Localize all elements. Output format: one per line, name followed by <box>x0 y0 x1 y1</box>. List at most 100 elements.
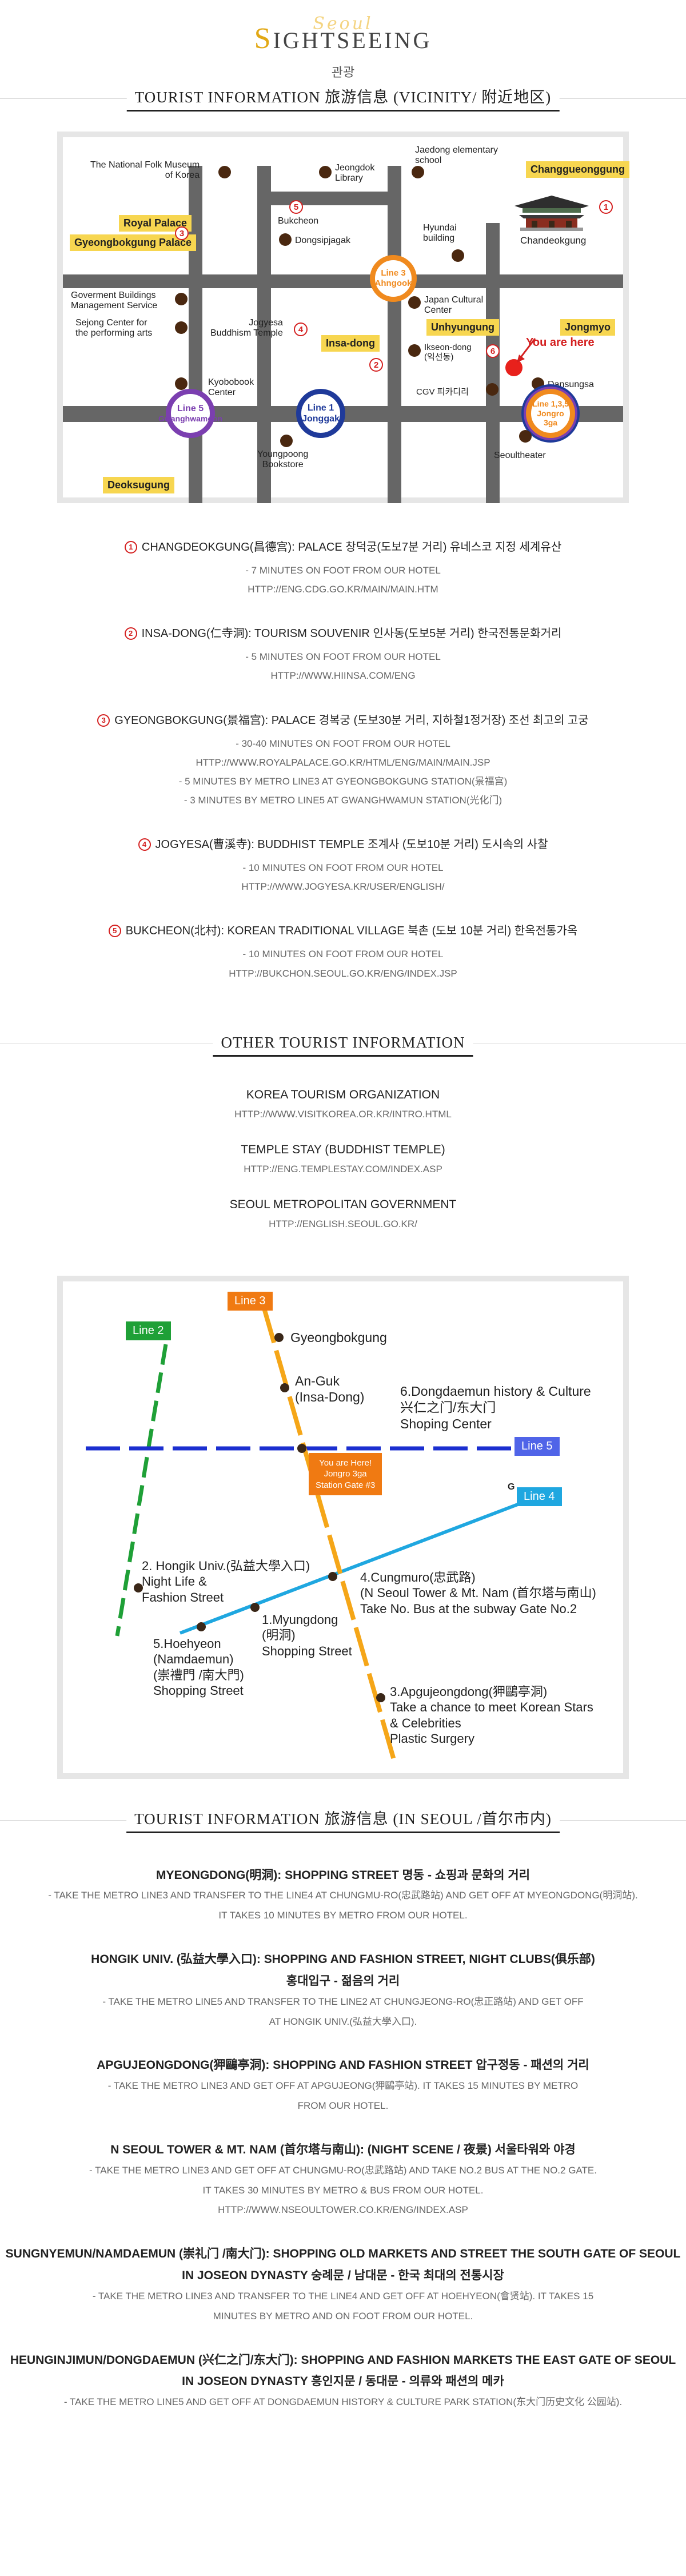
other-info-item: TEMPLE STAY (BUDDHIST TEMPLE) HTTP://ENG… <box>0 1143 686 1175</box>
metro-line-3 <box>261 1303 397 1762</box>
other-info-link[interactable]: HTTP://WWW.VISITKOREA.OR.KR/INTRO.HTML <box>234 1108 452 1120</box>
seoul-item-title: HEUNGINJIMUN/DONGDAEMUN (兴仁之门/东大门): SHOP… <box>10 2353 676 2367</box>
label-myungdong: 1.Myungdong (明洞) Shopping Street <box>262 1612 352 1658</box>
label-apgujeong: 3.Apgujeongdong(狎鷗亭洞) Take a chance to m… <box>390 1684 593 1746</box>
label-cgv: CGV 피카디리 <box>416 387 469 397</box>
label-chandeokgung: Chandeokgung <box>520 235 587 246</box>
vicinity-item-link[interactable]: HTTP://WWW.JOGYESA.KR/USER/ENGLISH/ <box>241 881 445 893</box>
marker-ikseon <box>408 344 421 357</box>
other-info-link[interactable]: HTTP://ENGLISH.SEOUL.GO.KR/ <box>269 1218 417 1229</box>
seoul-item-line: - TAKE THE METRO LINE3 AND GET OFF AT CH… <box>89 2164 597 2176</box>
label-dongsipjagak: Dongsipjagak <box>295 236 350 245</box>
vicinity-item-title-text: JOGYESA(曹溪寺): BUDDHIST TEMPLE 조계사 (도보10분… <box>155 838 548 851</box>
label-hoehyeon: 5.Hoehyeon (Namdaemun) (崇禮門 /南大門) Shoppi… <box>153 1636 244 1698</box>
seoul-item-line: - TAKE THE METRO LINE3 AND TRANSFER TO T… <box>48 1890 638 1901</box>
station-gwanghwamoon-line5[interactable]: Line 5 Gwanghwamoon <box>158 389 222 438</box>
station-jongro3ga[interactable]: Line 1,3,5 Jongro 3ga <box>526 389 575 438</box>
label-seoultheater: Seoultheater <box>494 451 546 460</box>
vicinity-item-line: - 30-40 MINUTES ON FOOT FROM OUR HOTEL <box>236 738 450 749</box>
other-info-item: KOREA TOURISM ORGANIZATION HTTP://WWW.VI… <box>0 1088 686 1120</box>
marker-number-5: 5 <box>289 200 303 214</box>
station-hoehyeon[interactable] <box>197 1622 206 1631</box>
station-cungmuro[interactable] <box>328 1571 337 1581</box>
seoul-item-link[interactable]: HTTP://WWW.NSEOULTOWER.CO.KR/ENG/INDEX.A… <box>218 2204 468 2216</box>
station-gyeongbokgung[interactable] <box>274 1332 284 1342</box>
vicinity-item-link[interactable]: HTTP://WWW.HIINSA.COM/ENG <box>270 670 416 682</box>
label-you-are-here-text: You are here <box>526 336 595 349</box>
item-number: 5 <box>108 925 121 938</box>
vicinity-map: The National Folk Museum of Korea Jeongd… <box>57 132 629 503</box>
marker-kyobobook <box>175 377 188 390</box>
station-gwanghwamoon-name: Gwanghwamoon <box>158 414 222 424</box>
vicinity-item-line: - 5 MINUTES ON FOOT FROM OUR HOTEL <box>245 651 441 663</box>
station-anguk-name: Ahngook <box>374 278 412 288</box>
you-are-here-arrow <box>517 338 536 363</box>
label-dansungsa: Dansungsa <box>548 380 594 389</box>
seoul-item-line: FROM OUR HOTEL. <box>297 2100 389 2112</box>
other-info-list: KOREA TOURISM ORGANIZATION HTTP://WWW.VI… <box>0 1060 686 1276</box>
label-japan-center: Japan Cultural Center <box>424 295 484 315</box>
section-title-other-text: OTHER TOURIST INFORMATION <box>213 1029 473 1057</box>
sightseeing-header: Seoul SIGHTSEEING 관광 <box>0 0 686 80</box>
station-anguk[interactable] <box>280 1383 289 1392</box>
seoul-item-line: AT HONGIK UNIV.(弘益大學入口). <box>269 2016 417 2027</box>
seoul-item-title: APGUJEONGDONG(狎鷗亭洞): SHOPPING AND FASHIO… <box>97 2059 589 2072</box>
seoul-item-title: HONGIK UNIV. (弘益大學入口): SHOPPING AND FASH… <box>91 1953 595 1966</box>
tag-unhyungung: Unhyungung <box>426 319 499 336</box>
vicinity-item-link[interactable]: HTTP://ENG.CDG.GO.KR/MAIN/MAIN.HTM <box>248 584 438 595</box>
seoul-item-title: MYEONGDONG(明洞): SHOPPING STREET 명동 - 쇼핑과… <box>155 1868 531 1882</box>
road-vertical-2 <box>257 166 271 503</box>
tag-gyeongbokgung-palace: Gyeongbokgung Palace <box>70 234 197 251</box>
seoul-item-line: - TAKE THE METRO LINE3 AND GET OFF AT AP… <box>107 2080 579 2092</box>
metro-tag-line2: Line 2 <box>126 1321 171 1340</box>
label-gov-buildings: Goverment Buildings Management Service <box>71 290 158 310</box>
seoul-item-line: - TAKE THE METRO LINE5 AND TRANSFER TO T… <box>102 1996 584 2007</box>
station-jongro3ga[interactable] <box>297 1443 306 1453</box>
label-folk-museum: The National Folk Museum of Korea <box>90 160 200 180</box>
road-horizontal-upper <box>63 274 623 288</box>
other-info-item: SEOUL METROPOLITAN GOVERNMENT HTTP://ENG… <box>0 1198 686 1230</box>
label-dongdaemun: 6.Dongdaemun history & Culture 兴仁之门/东大门 … <box>400 1383 591 1432</box>
title-initial: S <box>254 22 273 55</box>
other-info-link[interactable]: HTTP://ENG.TEMPLESTAY.COM/INDEX.ASP <box>244 1163 442 1174</box>
title-rest: IGHTSEEING <box>273 27 432 53</box>
station-jongro3ga-name: Jongro 3ga <box>537 408 564 428</box>
station-apgujeong[interactable] <box>376 1693 385 1702</box>
vicinity-item-line: - 3 MINUTES BY METRO LINE5 AT GWANGHWAMU… <box>184 794 502 806</box>
station-myungdong[interactable] <box>250 1602 260 1612</box>
marker-jaedong <box>412 166 424 178</box>
vicinity-item-line: - 10 MINUTES ON FOOT FROM OUR HOTEL <box>242 862 444 874</box>
vicinity-item-title-text: GYEONGBOKGUNG(景福宫): PALACE 경복궁 (도보30분 거리… <box>114 714 589 727</box>
seoul-item-line: MINUTES BY METRO AND ON FOOT FROM OUR HO… <box>213 2310 473 2322</box>
station-hongik[interactable] <box>134 1583 143 1592</box>
metro-line-2 <box>115 1344 168 1637</box>
tag-jongmyo: Jongmyo <box>560 319 616 336</box>
marker-number-2: 2 <box>369 358 383 372</box>
label-youngpoong: Youngpoong Bookstore <box>257 449 309 469</box>
vicinity-item-link[interactable]: HTTP://WWW.ROYALPALACE.GO.KR/HTML/ENG/MA… <box>196 757 490 768</box>
label-ikseon-dong: Ikseon-dong (익선동) <box>424 343 472 362</box>
tag-deoksugung: Deoksugung <box>103 477 175 493</box>
marker-cgv <box>486 383 498 396</box>
station-anguk-line3[interactable]: Line 3 Ahngook <box>370 255 417 302</box>
seoul-item: MYEONGDONG(明洞): SHOPPING STREET 명동 - 쇼핑과… <box>0 1865 686 1926</box>
label-jeongdok-library: Jeongdok Library <box>335 163 375 183</box>
marker-jeongdok <box>319 166 332 178</box>
seoul-item-title: 홍대입구 - 젊음의 거리 <box>286 1974 400 1988</box>
road-vertical-3 <box>388 166 401 503</box>
station-jonggak-line: Line 1 <box>307 403 334 413</box>
seoul-item-line: IT TAKES 30 MINUTES BY METRO & BUS FROM … <box>202 2184 484 2196</box>
seoul-item-title: IN JOSEON DYNASTY 숭례문 / 남대문 - 한국 최대의 전통시… <box>182 2269 504 2283</box>
station-jonggak-line1[interactable]: Line 1 Jonggak <box>296 389 345 438</box>
seoul-item: APGUJEONGDONG(狎鷗亭洞): SHOPPING AND FASHIO… <box>0 2055 686 2116</box>
marker-number-4: 4 <box>294 323 308 336</box>
vicinity-item-link[interactable]: HTTP://BUKCHON.SEOUL.GO.KR/ENG/INDEX.JSP <box>229 968 457 979</box>
line4-gate-marker: G <box>508 1482 515 1492</box>
station-anguk-line: Line 3 <box>381 268 406 278</box>
